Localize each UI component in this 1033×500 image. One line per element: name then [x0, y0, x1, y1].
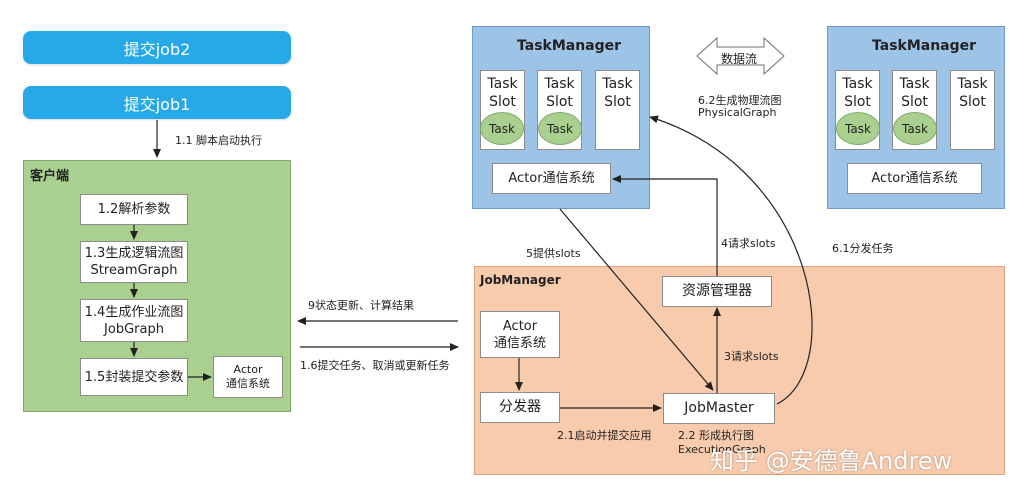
job-graph-label-2: JobGraph — [104, 321, 164, 337]
exec-graph-label-2: ExecutionGraph — [678, 443, 766, 456]
client-actor-label-1: Actor — [233, 363, 263, 376]
stream-graph-box: 1.3生成逻辑流图 StreamGraph — [80, 241, 188, 283]
client-actor-box: Actor 通信系统 — [213, 356, 283, 398]
physical-graph-label-2: PhysicalGraph — [698, 106, 777, 119]
submit-job1-label: 提交job1 — [123, 94, 191, 114]
tm-left-slot-2-label-2: Slot — [546, 94, 573, 110]
tm-left-slot-1-label-1: Task — [487, 76, 518, 92]
provide-slots-label: 5提供slots — [526, 247, 581, 260]
parse-args-box: 1.2解析参数 — [80, 194, 188, 225]
request-slots-3-label: 3请求slots — [724, 350, 779, 363]
tm-left-task-2: Task — [538, 112, 582, 145]
tm-right-task-2-label: Task — [902, 121, 928, 136]
taskmanager-left-title: TaskManager — [517, 38, 622, 54]
package-params-label: 1.5封装提交参数 — [84, 369, 184, 385]
taskmanager-right-title: TaskManager — [872, 38, 977, 54]
jobmanager-title: JobManager — [480, 273, 561, 287]
deploy-tasks-label: 6.1分发任务 — [832, 242, 894, 255]
status-update-label: 9状态更新、计算结果 — [308, 299, 414, 312]
client-actor-label-2: 通信系统 — [226, 377, 270, 390]
submit-job2-label: 提交job2 — [123, 39, 191, 59]
tm-left-task-1-label: Task — [489, 121, 515, 136]
tm-left-actor-label: Actor通信系统 — [508, 171, 595, 186]
watermark-text: 知乎 @安德鲁Andrew — [710, 447, 953, 475]
tm-right-slot-3-label-1: Task — [957, 76, 988, 92]
job-graph-label-1: 1.4生成作业流图 — [84, 304, 184, 320]
tm-right-task-1: Task — [836, 112, 880, 145]
jm-actor-label-2: 通信系统 — [493, 335, 546, 351]
tm-right-slot-2-label-2: Slot — [901, 94, 928, 110]
tm-right-actor-box: Actor通信系统 — [847, 163, 982, 194]
tm-left-actor-box: Actor通信系统 — [492, 163, 611, 194]
tm-left-slot-3-label-1: Task — [602, 76, 633, 92]
start-app-label: 2.1启动并提交应用 — [557, 429, 652, 442]
tm-left-slot-3-label-2: Slot — [604, 94, 631, 110]
resource-manager-box: 资源管理器 — [662, 276, 772, 307]
submit-cancel-label: 1.6提交任务、取消或更新任务 — [300, 359, 450, 372]
tm-right-task-2: Task — [893, 112, 937, 145]
dispatcher-label: 分发器 — [499, 399, 541, 415]
submit-job2-bar: 提交job2 — [23, 31, 291, 64]
arrow-4-request-slots — [612, 175, 718, 276]
stream-graph-label-2: StreamGraph — [90, 263, 178, 278]
resource-manager-label: 资源管理器 — [682, 283, 752, 299]
tm-right-slot-1-label-1: Task — [842, 76, 873, 92]
tm-right-slot-1-label-2: Slot — [844, 94, 871, 110]
tm-left-slot-3: Task Slot — [595, 70, 640, 150]
job-graph-box: 1.4生成作业流图 JobGraph — [80, 299, 188, 342]
tm-right-slot-3: Task Slot — [950, 70, 995, 150]
data-stream-label: 数据流 — [721, 52, 758, 66]
submit-job1-bar: 提交job1 — [23, 86, 291, 119]
package-params-box: 1.5封装提交参数 — [80, 358, 188, 396]
request-slots-4-label: 4请求slots — [721, 237, 776, 250]
tm-left-slot-2-label-1: Task — [544, 76, 575, 92]
tm-left-slot-1-label-2: Slot — [489, 94, 516, 110]
stream-graph-label-1: 1.3生成逻辑流图 — [84, 246, 184, 261]
step-1-1-label: 1.1 脚本启动执行 — [175, 134, 262, 147]
physical-graph-label-1: 6.2生成物理流图 — [698, 94, 782, 107]
data-stream-arrow — [696, 36, 785, 76]
job-master-box: JobMaster — [663, 393, 775, 424]
arrow-5-provide-slots — [559, 208, 714, 391]
tm-right-slot-2-label-1: Task — [899, 76, 930, 92]
jm-actor-label-1: Actor — [502, 318, 538, 334]
client-title: 客户端 — [30, 169, 70, 184]
job-master-label: JobMaster — [684, 400, 754, 416]
jm-actor-box: Actor 通信系统 — [480, 311, 560, 358]
exec-graph-label-1: 2.2 形成执行图 — [678, 429, 754, 442]
tm-right-actor-label: Actor通信系统 — [871, 171, 958, 186]
dispatcher-box: 分发器 — [480, 392, 560, 423]
tm-left-task-1: Task — [480, 112, 524, 145]
tm-right-task-1-label: Task — [845, 121, 871, 136]
parse-args-label: 1.2解析参数 — [97, 202, 171, 217]
tm-right-slot-3-label-2: Slot — [959, 94, 986, 110]
tm-left-task-2-label: Task — [547, 121, 573, 136]
arrow-6-1-deploy — [649, 115, 813, 405]
